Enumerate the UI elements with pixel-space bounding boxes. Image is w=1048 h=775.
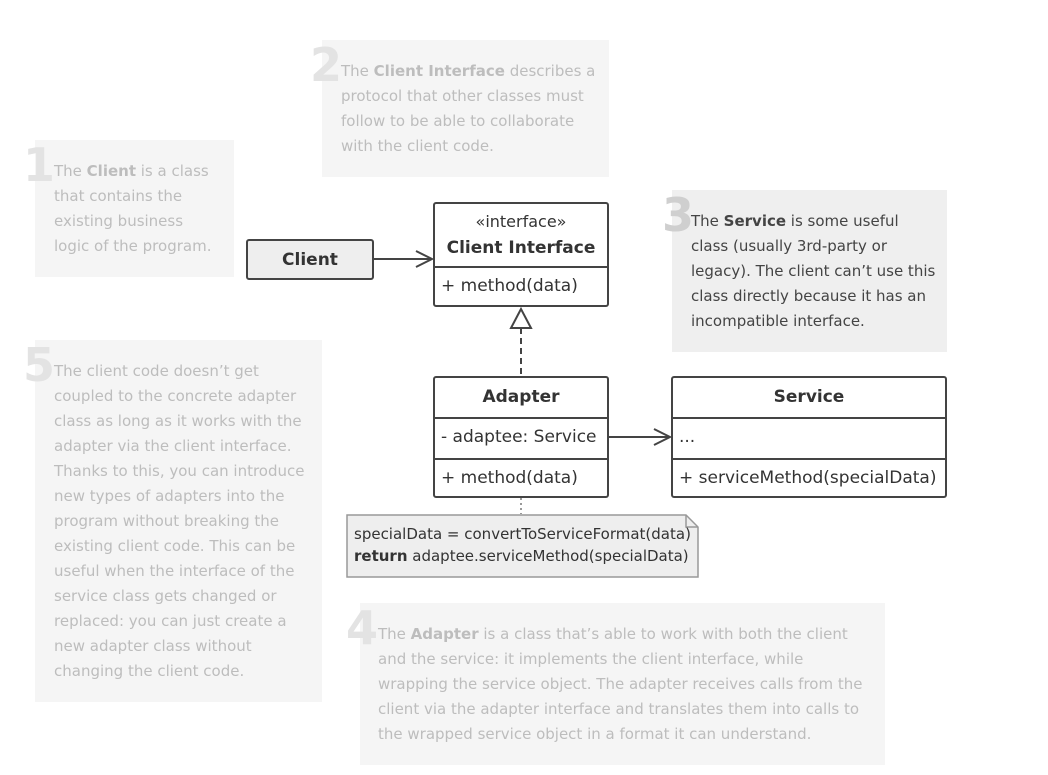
adapter-methods: + method(data) — [435, 458, 607, 498]
note-number: 3 — [662, 188, 695, 242]
note-number: 5 — [23, 338, 56, 392]
note-line: The Client is a class — [54, 162, 209, 180]
note-line: class directly because it has an — [691, 287, 927, 305]
note-number: 1 — [23, 138, 56, 192]
note-line: with the client code. — [341, 137, 494, 155]
adapter-fields: - adaptee: Service — [435, 417, 607, 458]
client-interface-methods: + method(data) — [435, 266, 607, 307]
arrowhead-open — [653, 428, 673, 446]
note-line: incompatible interface. — [691, 312, 865, 330]
note-line: class (usually 3rd-party or — [691, 237, 887, 255]
code-note: specialData = convertToServiceFormat(dat… — [346, 514, 699, 578]
note-1: 1 The Client is a class that contains th… — [23, 140, 234, 277]
note-line: new adapter class without — [54, 637, 252, 655]
note-line: service class gets changed or — [54, 587, 277, 605]
return-keyword: return — [354, 547, 408, 565]
client-class[interactable]: Client — [246, 239, 374, 280]
note-line: program without breaking the — [54, 512, 279, 530]
note-line: existing client code. This can be — [54, 537, 296, 555]
note-text: The client code doesn’t get coupled to t… — [54, 359, 305, 684]
method-label: + method(data) — [441, 468, 578, 488]
field-label: ... — [679, 427, 696, 447]
note-line: existing business — [54, 212, 184, 230]
note-line: The client code doesn’t get — [54, 362, 259, 380]
note-2: 2 The Client Interface describes a proto… — [310, 40, 609, 177]
code-line-2: return adaptee.serviceMethod(specialData… — [354, 545, 689, 567]
adapter-name: Adapter — [482, 387, 560, 407]
term-client-interface: Client Interface — [373, 62, 505, 80]
term-client: Client — [86, 162, 136, 180]
note-text: The Service is some useful class (usuall… — [691, 209, 935, 334]
client-interface-class[interactable]: «interface» Client Interface + method(da… — [433, 202, 609, 307]
note-line: follow to be able to collaborate — [341, 112, 575, 130]
note-line: Thanks to this, you can introduce — [54, 462, 305, 480]
note-5: 5 The client code doesn’t get coupled to… — [23, 340, 322, 702]
arrowhead-open — [415, 250, 435, 268]
note-line: client via the adapter interface and tra… — [378, 700, 860, 718]
realization-triangle — [509, 306, 533, 329]
note-number: 4 — [346, 601, 379, 655]
term-adapter: Adapter — [410, 625, 479, 643]
note-line: class as long as it works with the — [54, 412, 302, 430]
field-label: - adaptee: Service — [441, 427, 597, 447]
service-class[interactable]: Service ... + serviceMethod(specialData) — [671, 376, 947, 498]
client-class-name: Client — [282, 249, 338, 270]
note-text: The Adapter is a class that’s able to wo… — [378, 622, 862, 747]
adapter-class[interactable]: Adapter - adaptee: Service + method(data… — [433, 376, 609, 498]
note-line: logic of the program. — [54, 237, 212, 255]
note-3: 3 The Service is some useful class (usua… — [662, 190, 947, 352]
code-line-1: specialData = convertToServiceFormat(dat… — [354, 525, 691, 543]
note-line: useful when the interface of the — [54, 562, 295, 580]
interface-stereotype: «interface» — [475, 212, 567, 231]
note-text: The Client Interface describes a protoco… — [341, 59, 595, 159]
note-shape — [346, 514, 699, 578]
note-line: The Client Interface describes a — [341, 62, 596, 80]
note-line: wrapping the service object. The adapter… — [378, 675, 863, 693]
note-line: coupled to the concrete adapter — [54, 387, 297, 405]
code-line-2-rest: adaptee.serviceMethod(specialData) — [407, 547, 689, 565]
note-line: changing the client code. — [54, 662, 245, 680]
method-label: + method(data) — [441, 276, 578, 296]
note-4: 4 The Adapter is a class that’s able to … — [346, 603, 885, 765]
note-line: replaced: you can just create a — [54, 612, 287, 630]
note-line: The Adapter is a class that’s able to wo… — [378, 625, 848, 643]
note-text: The Client is a class that contains the … — [54, 159, 211, 259]
note-number: 2 — [310, 38, 343, 92]
client-interface-name: Client Interface — [446, 238, 596, 258]
note-line: new types of adapters into the — [54, 487, 285, 505]
method-label: + serviceMethod(specialData) — [679, 468, 937, 488]
note-line: protocol that other classes must — [341, 87, 584, 105]
note-line: adapter via the client interface. — [54, 437, 292, 455]
note-line: The Service is some useful — [691, 212, 899, 230]
service-methods: + serviceMethod(specialData) — [673, 458, 945, 498]
service-name: Service — [773, 387, 845, 407]
term-service: Service — [723, 212, 787, 230]
note-line: the wrapped service object in a format i… — [378, 725, 812, 743]
service-fields: ... — [673, 417, 945, 458]
note-line: that contains the — [54, 187, 183, 205]
note-line: and the service: it implements the clien… — [378, 650, 804, 668]
note-line: legacy). The client can’t use this — [691, 262, 936, 280]
